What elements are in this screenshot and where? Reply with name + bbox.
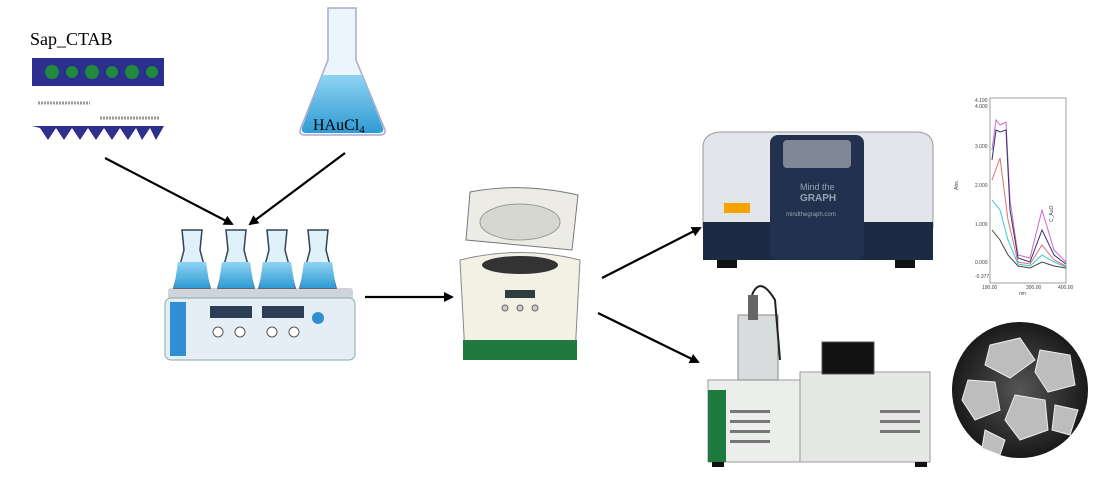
centrifuge-image: [459, 187, 581, 360]
arrow-clay-to-stirrer: [104, 157, 234, 225]
uv-vis-spectrum-image: 4.190 4.000 3.000 2.000 1.000 0.000 -0.3…: [954, 97, 1074, 297]
svg-text:Abs.: Abs.: [954, 180, 960, 190]
svg-text:0.000: 0.000: [975, 260, 988, 266]
precursor-label: HAuCl4: [313, 117, 365, 136]
svg-text:C_AuO: C_AuO: [1049, 205, 1055, 222]
spectrometer-image: Mind the GRAPH mindthegraph.com: [702, 131, 934, 268]
svg-text:4.190: 4.190: [975, 98, 988, 104]
svg-text:300.00: 300.00: [1026, 285, 1042, 291]
svg-text:4.000: 4.000: [975, 104, 988, 110]
arrow-flask-to-stirrer: [248, 152, 346, 226]
svg-text:2.000: 2.000: [975, 183, 988, 189]
svg-text:3.000: 3.000: [975, 144, 988, 150]
electron-microscope-image: [707, 285, 931, 467]
svg-text:400.00: 400.00: [1058, 285, 1074, 291]
watermark-url: mindthegraph.com: [786, 212, 836, 218]
stirring-plate-image: [164, 229, 356, 361]
svg-text:190.00: 190.00: [982, 285, 998, 291]
arrow-to-uvvis: [601, 227, 702, 279]
watermark-text: Mind the: [800, 182, 835, 192]
svg-text:1.000: 1.000: [975, 222, 988, 228]
arrows: [104, 152, 702, 363]
flask-image: [299, 7, 386, 136]
clay-label: Sap_CTAB: [30, 29, 113, 49]
svg-text:nm: nm: [1019, 291, 1026, 297]
clay-structure-image: [32, 58, 164, 140]
watermark-text: GRAPH: [800, 193, 836, 204]
arrow-to-sem: [597, 312, 700, 363]
sem-micrograph-image: [952, 322, 1088, 458]
svg-text:-0.377: -0.377: [975, 274, 989, 280]
